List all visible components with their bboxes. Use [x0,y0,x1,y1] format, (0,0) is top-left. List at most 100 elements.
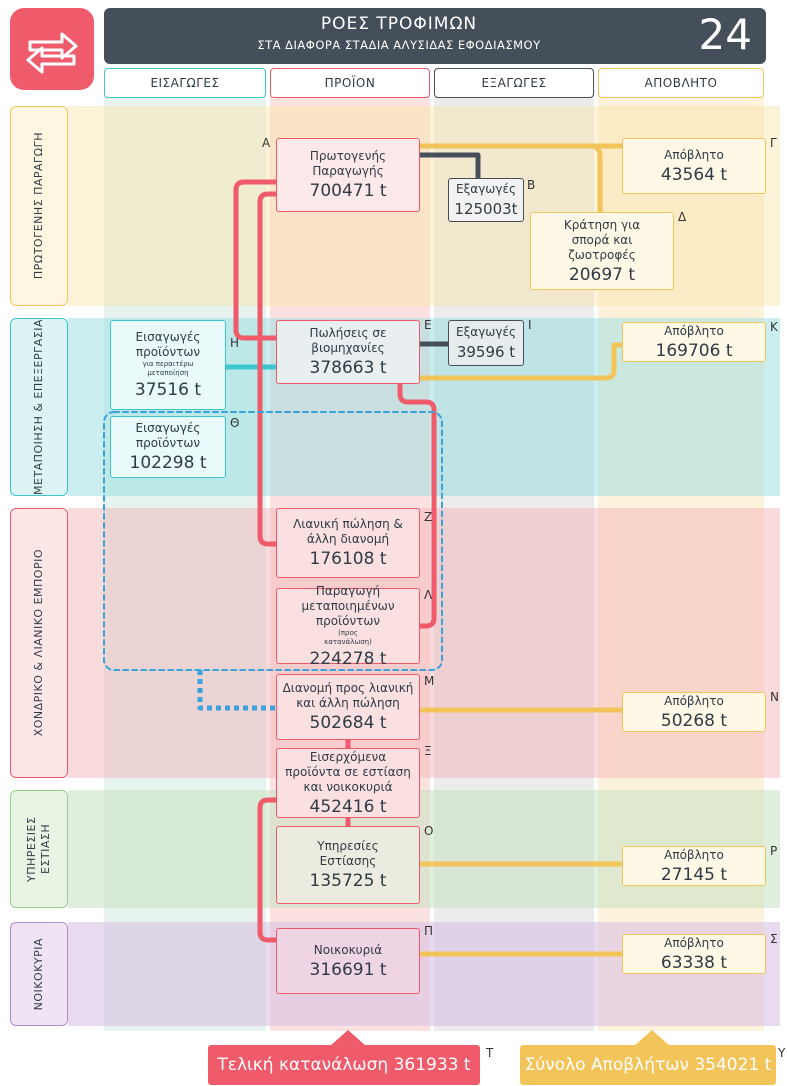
node-p-label1: Απόβλητο [664,847,724,862]
node-o-value: 135725 t [309,871,387,891]
column-header-product: ΠΡΟΪΟΝ [270,68,430,98]
waste-total: Σύνολο Αποβλήτων 354021 t [520,1045,776,1085]
node-h-value: 37516 t [134,380,202,400]
node-waste-n: Απόβλητο 50268 t [622,692,766,732]
node-l-label2: μεταποιημένων [301,598,395,613]
stage-processing: ΜΕΤΑΠΟΙΗΣΗ & ΕΠΕΞΕΡΓΑΣΙΑ [10,318,68,496]
node-waste-g: Απόβλητο 43564 t [622,138,766,194]
node-h-tag: Η [230,336,240,350]
node-imports-products-th: Εισαγωγές προϊόντων 102298 t [110,416,226,478]
header-bar: ΡΟΕΣ ΤΡΟΦΙΜΩΝ ΣΤΑ ΔΙΑΦΟΡΑ ΣΤΑΔΙΑ ΑΛΥΣΙΔΑ… [104,8,766,64]
retail-row-band [68,508,780,778]
node-s-label1: Απόβλητο [664,935,724,950]
node-d-label1: Κράτηση για [563,217,641,232]
flow-line-import-th-loop [103,411,443,671]
final-consumption-tag: Τ [486,1046,494,1060]
flow-line-import-th-m [197,670,276,711]
flow-line-product-e-l [397,383,437,629]
node-th-label2: προϊόντων [135,436,201,450]
node-o-tag: Ο [424,824,434,838]
node-x-value: 452416 t [309,796,387,817]
node-d-value: 20697 t [568,264,636,285]
page-number: 24 [698,10,752,59]
node-a-label2: Παραγωγής [312,164,384,178]
node-l-label3: προϊόντων [315,613,381,628]
node-sales-industry-e: Πωλήσεις σε βιομηχανίες 378663 t [276,320,420,384]
node-z-tag: Ζ [424,510,433,524]
node-i-tag: Ι [528,318,532,332]
node-imports-processing-h: Εισαγωγές προϊόντων για περαιτέρω μεταπο… [110,320,226,410]
node-th-label1: Εισαγωγές [135,421,201,435]
swap-arrows-icon [26,32,78,74]
node-z-value: 176108 t [309,549,387,569]
node-z-label2: άλλη διανομή [306,532,390,546]
node-k-value: 169706 t [655,340,733,361]
node-e-label1: Πωλήσεις σε [309,326,387,340]
node-a-value: 700471 t [309,181,387,201]
node-g-label1: Απόβλητο [664,147,724,162]
node-g-value: 43564 t [660,164,728,185]
node-m-tag: Μ [424,674,435,688]
page-title: ΡΟΕΣ ΤΡΟΦΙΜΩΝ [320,14,478,34]
node-m-label2: και άλλη πώληση [296,696,400,710]
column-header-waste: ΑΠΟΒΛΗΤΟ [598,68,764,98]
node-l-tag: Λ [424,588,433,602]
node-waste-k: Απόβλητο 169706 t [622,322,766,362]
node-exports-i: Εξαγωγές 39596 t [448,320,524,366]
node-th-value: 102298 t [129,453,207,473]
node-p-tag: Ρ [770,844,778,858]
node-d-tag: Δ [678,210,687,224]
node-exports-b: Εξαγωγές 125003t [448,178,524,222]
logo [10,8,94,90]
flow-line-export-b [417,152,481,181]
node-pi-value: 316691 t [309,959,387,980]
node-l-value: 224278 t [309,648,387,669]
node-d-label2: σπορά και [571,232,633,247]
node-p-value: 27145 t [660,864,728,885]
node-k-label1: Απόβλητο [664,323,724,338]
node-s-tag: Σ [770,932,778,946]
node-l-small1: (προς [338,628,358,637]
node-primary-production: Πρωτογενής Παραγωγής 700471 t [276,138,420,212]
node-l-small2: κατανάλωση) [324,637,372,646]
node-s-value: 63338 t [660,952,728,973]
node-distribution-m: Διανομή προς λιανική και άλλη πώληση 502… [276,674,420,740]
node-n-value: 50268 t [660,710,728,731]
flow-line-waste-k [417,342,625,381]
node-i-label1: Εξαγωγές [456,324,516,339]
node-incoming-x: Εισερχόμενα προϊόντα σε εστίαση και νοικ… [276,748,420,818]
node-retail-z: Λιανική πώληση & άλλη διανομή 176108 t [276,508,420,578]
node-h-label1: Εισαγωγές [135,330,201,344]
node-n-label1: Απόβλητο [664,693,724,708]
node-th-tag: Θ [230,416,240,430]
stage-primary: ΠΡΩΤΟΓΕΝΗΣ ΠΑΡΑΓΩΓΗ [10,106,68,306]
node-g-tag: Γ [770,136,777,150]
node-m-label1: Διανομή προς λιανική [282,681,414,695]
node-b-value: 125003t [454,199,518,218]
page-subtitle: ΣΤΑ ΔΙΑΦΟΡΑ ΣΤΑΔΙΑ ΑΛΥΣΙΔΑΣ ΕΦΟΔΙΑΣΜΟΥ [257,38,541,52]
node-m-value: 502684 t [309,713,387,733]
flow-line-product-a-z [257,191,279,547]
node-h-small1: για περαιτέρω [142,360,194,368]
node-x-label2: προϊόντα σε εστίαση [285,764,411,779]
flow-line-product-x-pi [257,797,279,943]
node-h-small2: μεταποίηση [147,369,189,377]
node-processed-products-l: Παραγωγή μεταποιημένων προϊόντων (προς κ… [276,584,420,669]
flow-line-product-a-e [233,179,279,341]
node-pi-label1: Νοικοκυριά [313,942,383,957]
node-pi-tag: Π [424,924,434,938]
node-n-tag: Ν [770,690,779,704]
node-x-label1: Εισερχόμενα [309,749,387,764]
node-a-tag: Α [262,136,271,150]
node-z-label1: Λιανική πώληση & [293,517,403,531]
stage-household: ΝΟΙΚΟΚΥΡΙΑ [10,922,68,1026]
node-b-tag: Β [527,178,536,192]
column-header-imports: ΕΙΣΑΓΩΓΕΣ [104,68,266,98]
node-h-label2: προϊόντων [135,345,201,359]
node-household-pi: Νοικοκυριά 316691 t [276,928,420,994]
node-catering-o: Υπηρεσίες Εστίασης 135725 t [276,826,420,904]
node-x-tag: Ξ [424,744,432,758]
node-seed-feed-d: Κράτηση για σπορά και ζωοτροφές 20697 t [530,212,674,290]
final-consumption-total: Τελική κατανάλωση 361933 t [208,1045,480,1085]
